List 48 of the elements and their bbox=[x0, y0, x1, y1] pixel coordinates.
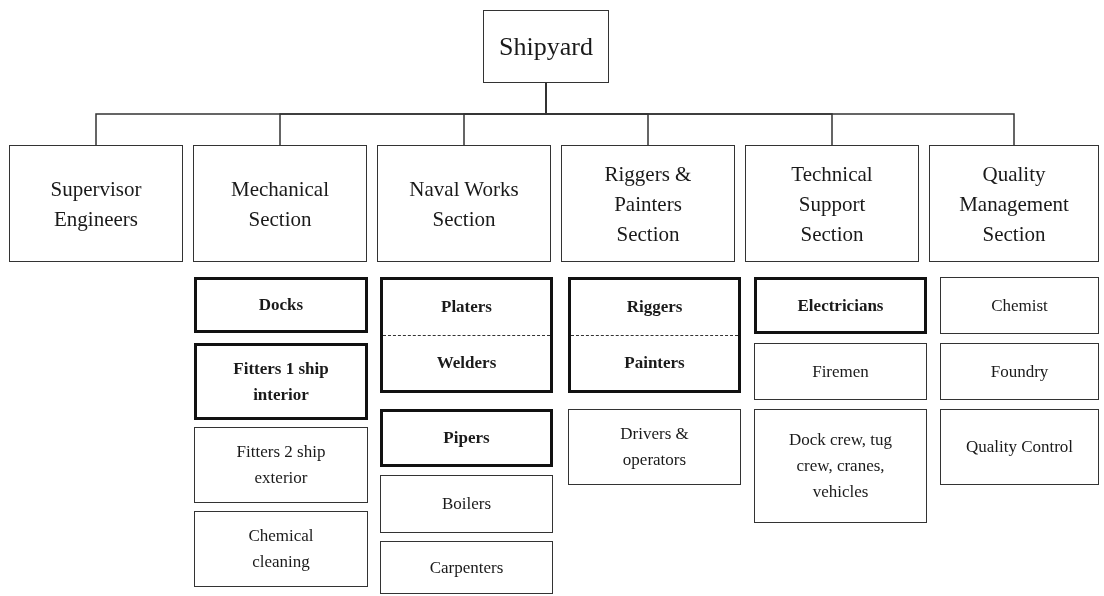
node-label: Docks bbox=[258, 294, 304, 316]
node-label: Quality Management Section bbox=[958, 160, 1070, 248]
node-label: Foundry bbox=[990, 360, 1049, 383]
node-label: Welders bbox=[436, 351, 497, 374]
section-box bbox=[929, 145, 1099, 262]
node-label: Carpenters bbox=[429, 556, 504, 579]
node-label: Painters bbox=[624, 351, 685, 374]
node-label: Riggers & Painters Section bbox=[603, 160, 693, 248]
unit-box bbox=[194, 511, 368, 587]
node-label: Platers bbox=[441, 296, 492, 319]
unit-box bbox=[380, 475, 553, 533]
node-label: Naval Works Section bbox=[408, 175, 520, 233]
unit-box bbox=[568, 277, 741, 393]
node-label: Fitters 1 ship interior bbox=[232, 357, 330, 406]
section-box bbox=[377, 145, 551, 262]
unit-box bbox=[568, 409, 741, 485]
node-label: Dock crew, tug crew, cranes, vehicles bbox=[787, 429, 894, 503]
unit-box bbox=[940, 409, 1099, 485]
section-box bbox=[561, 145, 735, 262]
unit-box bbox=[380, 277, 553, 393]
section-box bbox=[9, 145, 183, 262]
node-label: Fitters 2 ship exterior bbox=[235, 441, 327, 489]
node-label: Boilers bbox=[441, 493, 492, 515]
node-label: Electricians bbox=[797, 294, 884, 317]
section-box bbox=[745, 145, 919, 262]
unit-box bbox=[754, 409, 927, 523]
unit-box bbox=[754, 277, 927, 334]
node-label: Chemist bbox=[991, 294, 1048, 317]
node-label: Drivers & operators bbox=[619, 423, 690, 471]
node-label: Shipyard bbox=[499, 31, 593, 63]
unit-box bbox=[380, 541, 553, 594]
node-label: Pipers bbox=[443, 427, 490, 449]
unit-box bbox=[380, 409, 553, 467]
unit-box bbox=[194, 427, 368, 503]
unit-box bbox=[194, 343, 368, 420]
unit-box bbox=[940, 277, 1099, 334]
node-label: Chemical cleaning bbox=[247, 525, 315, 573]
unit-box bbox=[940, 343, 1099, 400]
node-label: Riggers bbox=[626, 296, 683, 319]
node-label: Technical Support Section bbox=[790, 160, 874, 248]
node-label: Mechanical Section bbox=[230, 175, 330, 233]
unit-box bbox=[194, 277, 368, 333]
node-label: Firemen bbox=[812, 360, 869, 383]
section-box bbox=[193, 145, 367, 262]
unit-box bbox=[754, 343, 927, 400]
node-label: Supervisor Engineers bbox=[49, 175, 143, 233]
node-label: Quality Control bbox=[965, 436, 1074, 458]
root-box bbox=[483, 10, 609, 83]
